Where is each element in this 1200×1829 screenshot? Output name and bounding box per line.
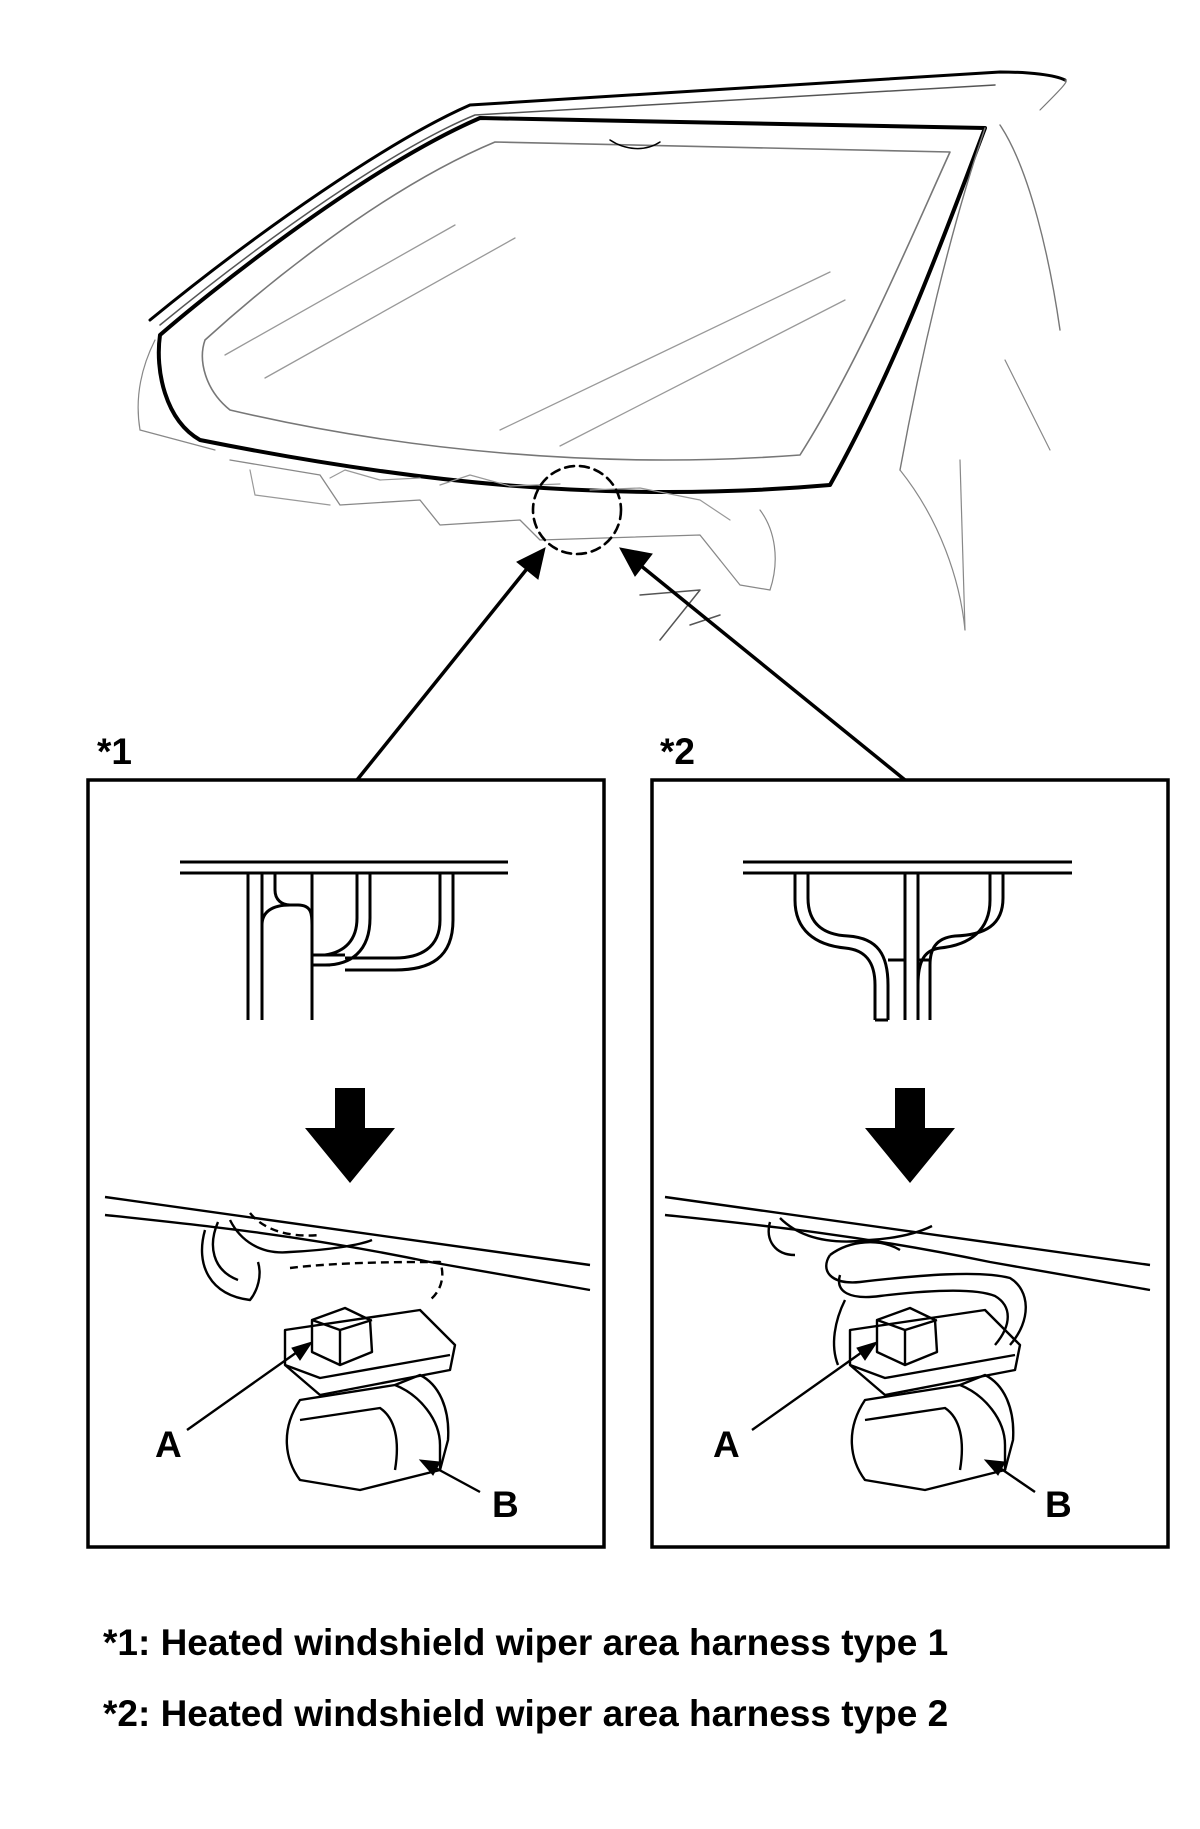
panel-1-frame xyxy=(86,778,606,1549)
panel-2-marker: *2 xyxy=(660,731,695,772)
panel-2-callout-b: B xyxy=(1045,1484,1072,1525)
panel-1-callout-leaders xyxy=(186,1341,481,1494)
legend-item-type-2: *2: Heated windshield wiper area harness… xyxy=(103,1693,949,1734)
panel-2-callout-leaders xyxy=(751,1341,1036,1493)
panel-2-harness-routing xyxy=(743,860,1072,1022)
panel-type-1 xyxy=(86,778,606,1549)
panel-type-2 xyxy=(650,778,1170,1549)
leader-arrows xyxy=(355,547,907,782)
panel-1-callout-a: A xyxy=(155,1424,182,1465)
panel-2-down-arrow xyxy=(865,1088,955,1183)
panel-2-callout-a: A xyxy=(713,1424,740,1465)
panel-1-connector-detail xyxy=(104,1195,591,1492)
panel-1-harness-routing xyxy=(180,860,508,1020)
panel-2-frame xyxy=(650,778,1170,1549)
panel-1-marker: *1 xyxy=(97,731,132,772)
panel-2-connector-detail xyxy=(664,1195,1151,1492)
windshield-illustration xyxy=(137,70,1067,641)
legend-item-type-1: *1: Heated windshield wiper area harness… xyxy=(103,1622,949,1663)
panel-1-callout-b: B xyxy=(492,1484,519,1525)
panel-1-down-arrow xyxy=(305,1088,395,1183)
